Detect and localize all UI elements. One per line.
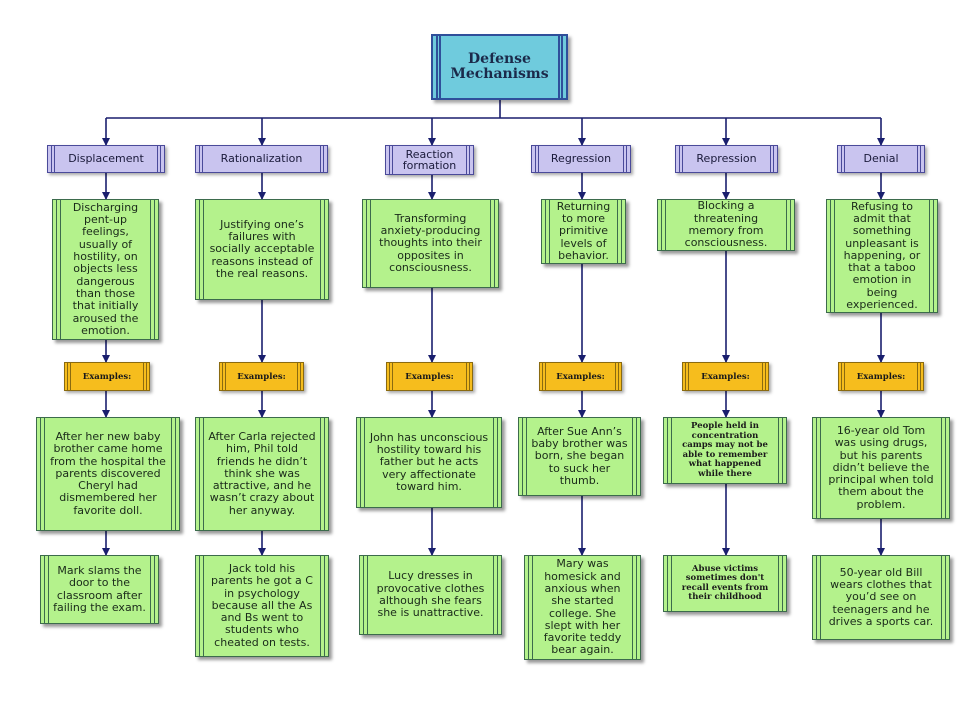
example-1-displacement: After her new baby brother came home fro… xyxy=(36,417,180,531)
example-text: Abuse victims sometimes don't recall eve… xyxy=(681,563,769,602)
example-2-repression: Abuse victims sometimes don't recall eve… xyxy=(663,555,787,612)
example-text: After Carla rejected him, Phil told frie… xyxy=(208,429,316,517)
category-displacement: Displacement xyxy=(47,145,165,173)
example-2-rationalization: Jack told his parents he got a C in psyc… xyxy=(195,555,329,657)
example-text: Mark slams the door to the classroom aft… xyxy=(53,563,146,614)
example-text: After Sue Ann’s baby brother was born, s… xyxy=(531,424,628,487)
definition-repression: Blocking a threatening memory from consc… xyxy=(657,199,795,251)
example-text: John has unconscious hostility toward hi… xyxy=(369,430,489,493)
example-text: 50-year old Bill wears clothes that you’… xyxy=(828,565,934,628)
example-2-displacement: Mark slams the door to the classroom aft… xyxy=(40,555,159,624)
root-label: Defense Mechanisms xyxy=(450,51,549,82)
category-label: Displacement xyxy=(68,152,144,165)
category-rationalization: Rationalization xyxy=(195,145,328,173)
examples-label-repression: Examples: xyxy=(682,362,769,391)
example-text: Mary was homesick and anxious when she s… xyxy=(543,557,622,657)
examples-label-denial: Examples: xyxy=(838,362,924,391)
examples-label-reaction-formation: Examples: xyxy=(386,362,473,391)
examples-label-regression: Examples: xyxy=(539,362,622,391)
example-1-regression: After Sue Ann’s baby brother was born, s… xyxy=(518,417,641,496)
definition-denial: Refusing to admit that something unpleas… xyxy=(826,199,938,313)
definition-text: Refusing to admit that something unpleas… xyxy=(843,199,921,312)
example-1-rationalization: After Carla rejected him, Phil told frie… xyxy=(195,417,329,531)
definition-rationalization: Justifying one’s failures with socially … xyxy=(195,199,329,300)
example-1-repression: People held in concentration camps may n… xyxy=(663,417,787,484)
definition-regression: Returning to more primitive levels of be… xyxy=(541,199,626,264)
example-text: After her new baby brother came home fro… xyxy=(50,429,166,517)
examples-label-rationalization: Examples: xyxy=(219,362,304,391)
category-regression: Regression xyxy=(531,145,631,173)
definition-text: Blocking a threatening memory from consc… xyxy=(684,199,768,250)
category-repression: Repression xyxy=(675,145,778,173)
category-reaction-formation: Reaction formation xyxy=(385,145,474,175)
example-2-denial: 50-year old Bill wears clothes that you’… xyxy=(812,555,950,640)
definition-displacement: Discharging pent-up feelings, usually of… xyxy=(52,199,159,340)
category-label: Rationalization xyxy=(220,152,303,165)
definition-reaction-formation: Transforming anxiety-producing thoughts … xyxy=(362,199,499,288)
example-1-denial: 16-year old Tom was using drugs, but his… xyxy=(812,417,950,519)
category-label: Regression xyxy=(550,152,612,165)
category-denial: Denial xyxy=(837,145,925,173)
category-label: Denial xyxy=(863,152,899,165)
example-1-reaction-formation: John has unconscious hostility toward hi… xyxy=(356,417,502,508)
example-2-reaction-formation: Lucy dresses in provocative clothes alth… xyxy=(359,555,502,635)
category-label: Reaction formation xyxy=(402,148,457,172)
example-text: People held in concentration camps may n… xyxy=(682,421,768,479)
definition-text: Transforming anxiety-producing thoughts … xyxy=(379,211,482,274)
example-2-regression: Mary was homesick and anxious when she s… xyxy=(524,555,641,660)
definition-text: Returning to more primitive levels of be… xyxy=(556,199,611,262)
example-text: 16-year old Tom was using drugs, but his… xyxy=(828,423,934,511)
root-node: Defense Mechanisms xyxy=(431,34,568,100)
category-label: Repression xyxy=(696,152,757,165)
example-text: Lucy dresses in provocative clothes alth… xyxy=(376,569,485,620)
definition-text: Discharging pent-up feelings, usually of… xyxy=(72,200,139,337)
definition-text: Justifying one’s failures with socially … xyxy=(209,217,315,280)
examples-label-displacement: Examples: xyxy=(64,362,150,391)
example-text: Jack told his parents he got a C in psyc… xyxy=(211,561,313,649)
